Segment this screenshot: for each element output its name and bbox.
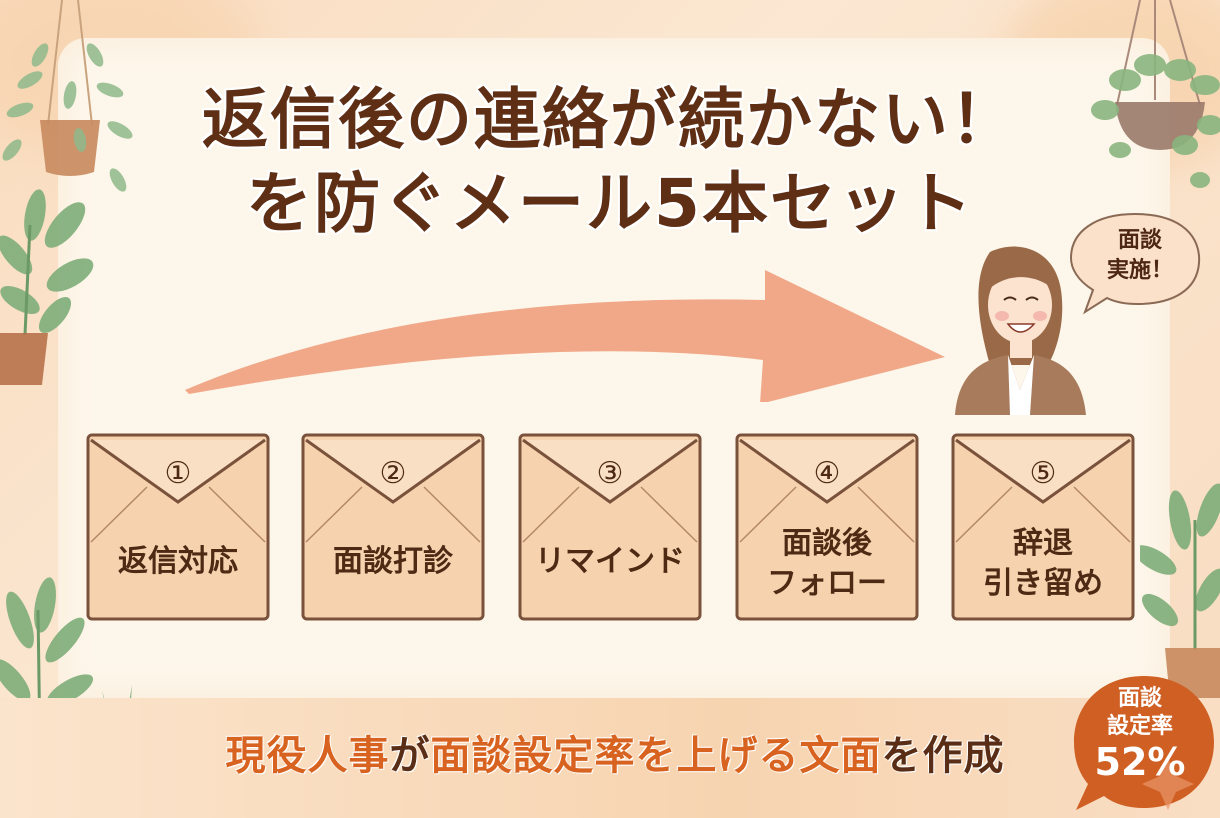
envelope-label: 面談打診 — [333, 544, 453, 579]
envelope-card-4[interactable]: ④ 面談後 フォロー — [734, 432, 920, 622]
potted-plant-icon — [1140, 483, 1220, 700]
envelope-card-3[interactable]: ③ リマインド — [517, 432, 703, 622]
sparkle-icon — [1142, 758, 1194, 810]
envelope-icon — [735, 433, 919, 621]
speech-bubble-icon — [1069, 212, 1201, 315]
badge-line-1: 面談 — [1117, 686, 1162, 711]
hanging-plant-icon — [1091, 0, 1220, 188]
subtitle-seg-3: 面談設定率を上げる文面 — [430, 733, 882, 779]
potted-plant-icon — [0, 189, 94, 385]
curved-arrow-icon — [185, 270, 945, 402]
subtitle-seg-1: 現役人事 — [225, 733, 390, 779]
page-title: 返信後の連絡が続かない！ を防ぐメール5本セット — [0, 78, 1220, 246]
badge-value: 52% — [1094, 740, 1186, 784]
speech-bubble-text: 面談 実施！ — [1106, 228, 1173, 283]
businesswoman-illustration — [955, 246, 1086, 415]
title-line-2: を防ぐメール5本セット — [246, 165, 974, 242]
subtitle-seg-2: が — [389, 733, 431, 779]
hanging-plant-icon — [2, 0, 133, 192]
envelope-card-5[interactable]: ⑤ 辞退 引き留め — [950, 432, 1136, 622]
envelope-label: 辞退 引き留め — [983, 526, 1103, 601]
envelope-icon — [301, 433, 485, 621]
envelope-number: ④ — [813, 456, 841, 491]
envelope-label: 返信対応 — [118, 544, 238, 579]
envelope-label: リマインド — [535, 544, 685, 579]
bottom-band — [0, 698, 1220, 818]
rate-badge — [1074, 676, 1214, 810]
envelope-number: ⑤ — [1029, 456, 1057, 491]
envelope-number: ② — [379, 456, 407, 491]
title-line-1: 返信後の連絡が続かない！ — [202, 81, 1018, 158]
envelope-icon — [518, 433, 702, 621]
envelope-card-1[interactable]: ① 返信対応 — [85, 432, 271, 622]
envelope-icon — [951, 433, 1135, 621]
subtitle-seg-4: を作成 — [881, 733, 1005, 779]
envelope-card-2[interactable]: ② 面談打診 — [300, 432, 486, 622]
envelope-number: ① — [164, 456, 192, 491]
envelope-label: 面談後 フォロー — [767, 526, 887, 601]
subtitle: 現役人事が面談設定率を上げる文面を作成 — [160, 728, 1070, 784]
badge-line-2: 設定率 — [1106, 714, 1173, 739]
envelope-number: ③ — [596, 456, 624, 491]
envelope-icon — [86, 433, 270, 621]
